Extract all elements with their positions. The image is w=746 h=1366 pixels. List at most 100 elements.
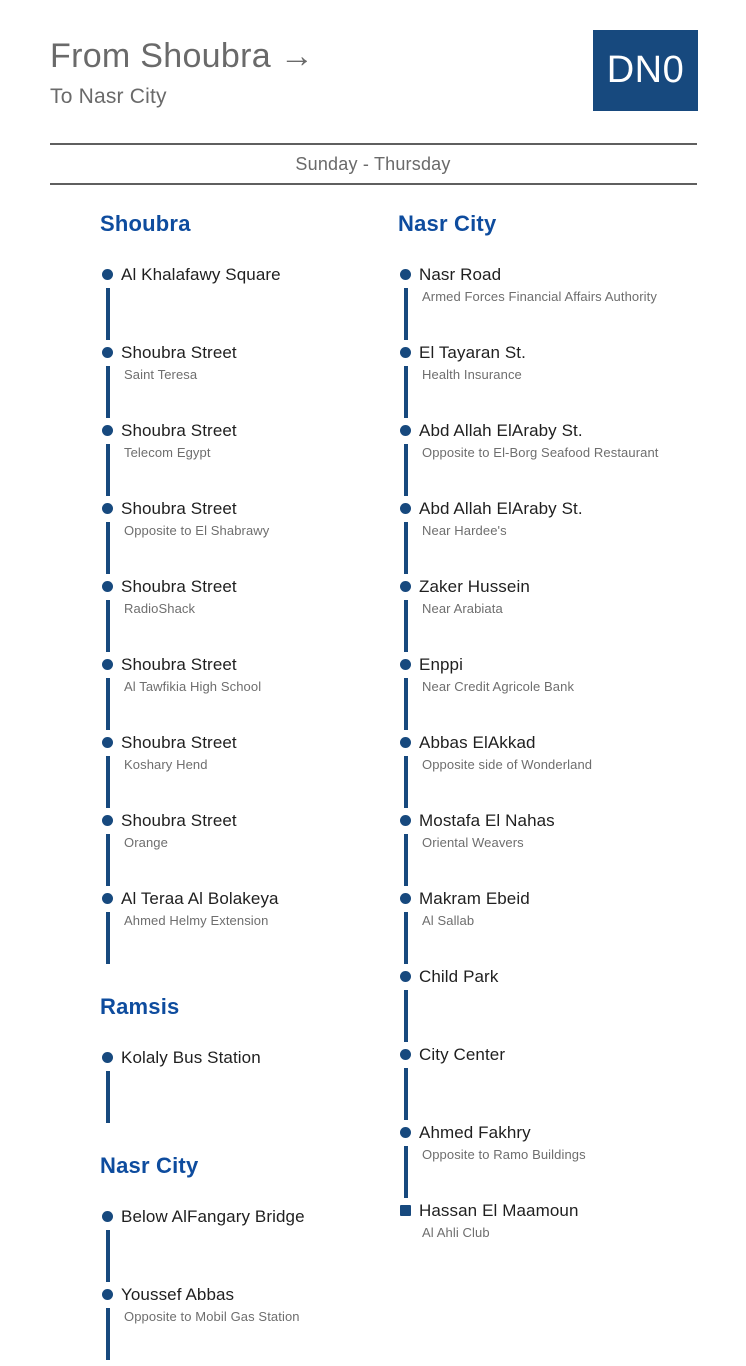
stop-circle-marker bbox=[102, 581, 113, 592]
route-line-segment bbox=[106, 756, 110, 808]
stop-circle-marker bbox=[400, 1049, 411, 1060]
stop-detail: Health Insurance bbox=[422, 367, 522, 382]
stop-circle-marker bbox=[400, 1127, 411, 1138]
stop-name: Nasr Road bbox=[419, 265, 502, 284]
route-line-segment bbox=[106, 1308, 110, 1360]
stop-circle-marker bbox=[400, 737, 411, 748]
route-line-segment bbox=[404, 834, 408, 886]
stop-row: El Tayaran St. Health Insurance bbox=[398, 343, 738, 421]
page-title: From Shoubra→ bbox=[50, 36, 314, 76]
stop-name: Kolaly Bus Station bbox=[121, 1048, 261, 1067]
stop-row: Hassan El Maamoun Al Ahli Club bbox=[398, 1201, 738, 1279]
stop-row: Kolaly Bus Station bbox=[100, 1048, 392, 1126]
schedule-label: Sunday - Thursday bbox=[295, 154, 451, 174]
stop-name: Makram Ebeid bbox=[419, 889, 530, 908]
stop-detail: Near Hardee's bbox=[422, 523, 507, 538]
stop-circle-marker bbox=[400, 581, 411, 592]
route-line-segment bbox=[106, 288, 110, 340]
terminus-square-marker bbox=[400, 1205, 411, 1216]
route-line-segment bbox=[106, 678, 110, 730]
stop-name: Shoubra Street bbox=[121, 577, 237, 596]
stop-circle-marker bbox=[400, 425, 411, 436]
section-title: Shoubra bbox=[100, 211, 191, 236]
stop-row: Below AlFangary Bridge bbox=[100, 1207, 392, 1285]
stop-name: Al Teraa Al Bolakeya bbox=[121, 889, 279, 908]
stop-circle-marker bbox=[400, 503, 411, 514]
stop-detail: Ahmed Helmy Extension bbox=[124, 913, 269, 928]
stop-detail: Opposite to Mobil Gas Station bbox=[124, 1309, 300, 1324]
route-line-segment bbox=[106, 366, 110, 418]
stop-circle-marker bbox=[102, 659, 113, 670]
stop-detail: Koshary Hend bbox=[124, 757, 208, 772]
stop-name: Zaker Hussein bbox=[419, 577, 530, 596]
route-line-segment bbox=[106, 834, 110, 886]
stop-name: El Tayaran St. bbox=[419, 343, 526, 362]
stop-detail: Near Arabiata bbox=[422, 601, 503, 616]
route-code-badge: DN0 bbox=[593, 30, 698, 111]
stop-circle-marker bbox=[102, 1052, 113, 1063]
stop-circle-marker bbox=[102, 503, 113, 514]
arrow-right-icon: → bbox=[279, 37, 315, 75]
route-line-segment bbox=[404, 990, 408, 1042]
stop-circle-marker bbox=[102, 1289, 113, 1300]
stop-name: Shoubra Street bbox=[121, 733, 237, 752]
stop-detail: RadioShack bbox=[124, 601, 196, 616]
stop-detail: Armed Forces Financial Affairs Authority bbox=[422, 289, 657, 304]
stop-detail: Orange bbox=[124, 835, 168, 850]
route-line-segment bbox=[106, 1230, 110, 1282]
stop-detail: Al Ahli Club bbox=[422, 1225, 490, 1240]
stop-row: Abd Allah ElAraby St. Opposite to El-Borg… bbox=[398, 421, 738, 499]
route-line-segment bbox=[404, 1068, 408, 1120]
stop-circle-marker bbox=[102, 815, 113, 826]
stop-detail: Opposite to El-Borg Seafood Restaurant bbox=[422, 445, 659, 460]
stop-row: Abd Allah ElAraby St.Near Hardee's bbox=[398, 499, 738, 577]
stop-name: Mostafa El Nahas bbox=[419, 811, 555, 830]
stop-name: Shoubra Street bbox=[121, 421, 237, 440]
section-title: Nasr City bbox=[398, 211, 497, 236]
stop-detail: Near Credit Agricole Bank bbox=[422, 679, 575, 694]
divider-top bbox=[50, 143, 697, 145]
stop-name: Enppi bbox=[419, 655, 463, 674]
stop-circle-marker bbox=[102, 425, 113, 436]
stop-name: Shoubra Street bbox=[121, 343, 237, 362]
stop-name: Youssef Abbas bbox=[121, 1285, 235, 1304]
stop-circle-marker bbox=[400, 347, 411, 358]
route-line-segment bbox=[106, 600, 110, 652]
route-line-segment bbox=[106, 912, 110, 964]
stop-name: Abbas ElAkkad bbox=[419, 733, 536, 752]
route-line-segment bbox=[106, 522, 110, 574]
route-from-label: From Shoubra bbox=[50, 37, 271, 75]
stop-row: City Center bbox=[398, 1045, 738, 1123]
stop-name: Al Khalafawy Square bbox=[121, 265, 281, 284]
stop-circle-marker bbox=[102, 1211, 113, 1222]
stop-name: Hassan El Maamoun bbox=[419, 1201, 579, 1220]
route-line-segment bbox=[404, 522, 408, 574]
section-title: Nasr City bbox=[100, 1153, 199, 1178]
stop-circle-marker bbox=[400, 815, 411, 826]
stop-name: Shoubra Street bbox=[121, 655, 237, 674]
divider-bottom bbox=[50, 183, 697, 185]
stop-row: Child Park bbox=[398, 967, 738, 1045]
route-line-segment bbox=[404, 678, 408, 730]
stop-name: Abd Allah ElAraby St. bbox=[419, 421, 583, 440]
section-title: Ramsis bbox=[100, 994, 180, 1019]
route-line-segment bbox=[404, 1146, 408, 1198]
stop-circle-marker bbox=[400, 971, 411, 982]
route-line-segment bbox=[404, 756, 408, 808]
stop-detail: Opposite to El Shabrawy bbox=[124, 523, 270, 538]
stop-circle-marker bbox=[400, 269, 411, 280]
stop-circle-marker bbox=[102, 893, 113, 904]
